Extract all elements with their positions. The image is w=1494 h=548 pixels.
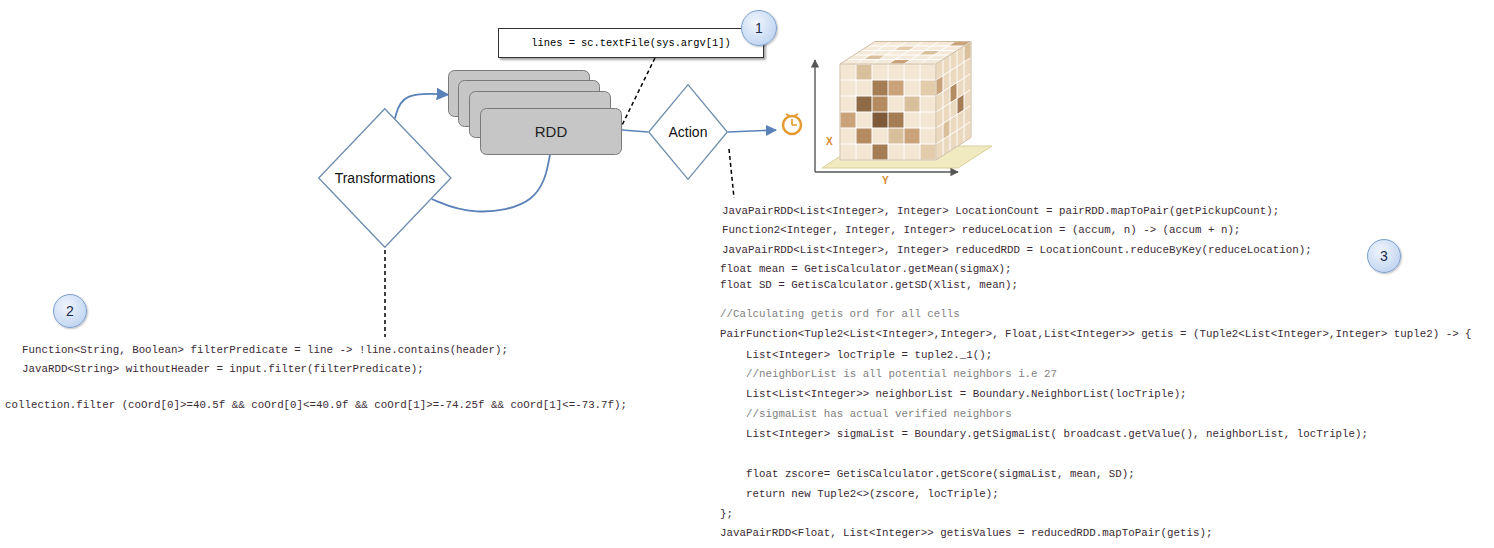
- code-callout: lines = sc.textFile(sys.argv[1]): [498, 28, 764, 58]
- code-line: };: [720, 507, 733, 521]
- cube-front-part: [872, 112, 888, 128]
- cube-front-part: [840, 64, 936, 160]
- node-text: Action: [669, 124, 708, 140]
- cube-front-part: [840, 64, 936, 160]
- cube-front-part: [856, 128, 872, 144]
- cube-side-part: [950, 83, 957, 104]
- code-line: List<Integer> sigmaList = Boundary.getSi…: [746, 427, 1368, 441]
- code-line: float zscore= GetisCalculator.getScore(s…: [746, 467, 1135, 481]
- code-line: Function<String, Boolean> filterPredicat…: [22, 343, 508, 357]
- code-line: //sigmaList has actual verified neighbor…: [746, 407, 1012, 421]
- transformation-diamond: Transformations: [318, 108, 452, 248]
- cube-front-part: [872, 96, 888, 112]
- node-text: 1: [755, 20, 763, 36]
- cube-side-part: [943, 119, 950, 140]
- diamond-outline: [649, 85, 728, 180]
- connector: [432, 155, 550, 211]
- node-text: lines = sc.textFile(sys.argv[1]): [531, 37, 731, 49]
- cube-front-part: [888, 80, 904, 96]
- connector: [395, 94, 448, 119]
- axis-label: X: [826, 136, 833, 148]
- cube-front-part: [872, 80, 888, 96]
- callout-number: 2: [53, 294, 87, 328]
- cube-side-part: [936, 42, 971, 161]
- clock-icon-part: [786, 114, 798, 116]
- code-line: //Calculating getis ord for all cells: [720, 307, 960, 321]
- callout-number: 1: [741, 10, 777, 46]
- cube-side-part: [936, 76, 943, 97]
- rdd-box: [481, 109, 622, 155]
- leader-line: [384, 250, 386, 337]
- cube-side-part: [936, 42, 971, 161]
- code-line: Function2<Integer, Integer, Integer> red…: [722, 223, 1240, 237]
- cube-front-part: [888, 112, 904, 128]
- cube-front-part: [904, 128, 920, 144]
- code-line: JavaPairRDD<Float, List<Integer>> getisV…: [720, 526, 1212, 540]
- connector: [622, 58, 655, 125]
- cube-front-part: [872, 144, 888, 160]
- axes-part: [815, 171, 958, 172]
- cube-front-part: [856, 64, 872, 80]
- code-line: float SD = GetisCalculator.getSD(Xlist, …: [720, 278, 1018, 292]
- code-line: List<Integer> locTriple = tuple2._1();: [746, 348, 992, 362]
- code-line: //neighborList is all potential neighbor…: [746, 367, 1057, 381]
- cube-side: [936, 42, 971, 161]
- cube-side-part: [964, 42, 971, 63]
- axes-part: [814, 60, 815, 172]
- code-line: float mean = GetisCalculator.getMean(sig…: [720, 262, 1012, 276]
- cube-front-part: [888, 128, 904, 144]
- connector: [622, 130, 648, 132]
- node-text: Transformations: [335, 170, 436, 186]
- cube-front-part: [904, 96, 920, 112]
- cube-front-part: [840, 112, 856, 128]
- clock-icon-part: [792, 119, 797, 125]
- code-line: JavaPairRDD<List<Integer>, Integer> redu…: [722, 243, 1312, 257]
- cube-front-part: [856, 96, 872, 112]
- action-arrow: [728, 130, 776, 132]
- clock-icon-part: [783, 116, 801, 134]
- cube-front: [840, 64, 936, 160]
- axis-label: Y: [882, 175, 889, 187]
- cube-side-part: [957, 94, 964, 115]
- cube-front-part: [920, 144, 936, 160]
- code-line: JavaRDD<String> withoutHeader = input.fi…: [22, 362, 424, 376]
- rdd-stack-outline: [448, 70, 622, 155]
- action-diamond: Action: [648, 84, 728, 180]
- node-text: 2: [66, 303, 74, 319]
- code-line: PairFunction<Tuple2<List<Integer>,Intege…: [720, 327, 1472, 341]
- code-line: List<List<Integer>> neighborList = Bound…: [746, 387, 1187, 401]
- leader-line: [729, 149, 734, 198]
- node-text: RDD: [535, 123, 568, 140]
- code-line: collection.filter (coOrd[0]>=40.5f && co…: [5, 398, 627, 412]
- node-text: 3: [1380, 248, 1388, 264]
- callout-number: 3: [1367, 239, 1401, 273]
- code-line: JavaPairRDD<List<Integer>, Integer> Loca…: [722, 204, 1279, 218]
- rdd-stack: RDD: [448, 70, 622, 155]
- cube-side-part: [936, 42, 971, 161]
- cube-front-part: [920, 80, 936, 96]
- code-line: return new Tuple2<>(zscore, locTriple);: [746, 487, 999, 501]
- diamond-outline: [319, 109, 451, 248]
- cube-front-part: [840, 64, 936, 160]
- clock-icon: [783, 114, 801, 134]
